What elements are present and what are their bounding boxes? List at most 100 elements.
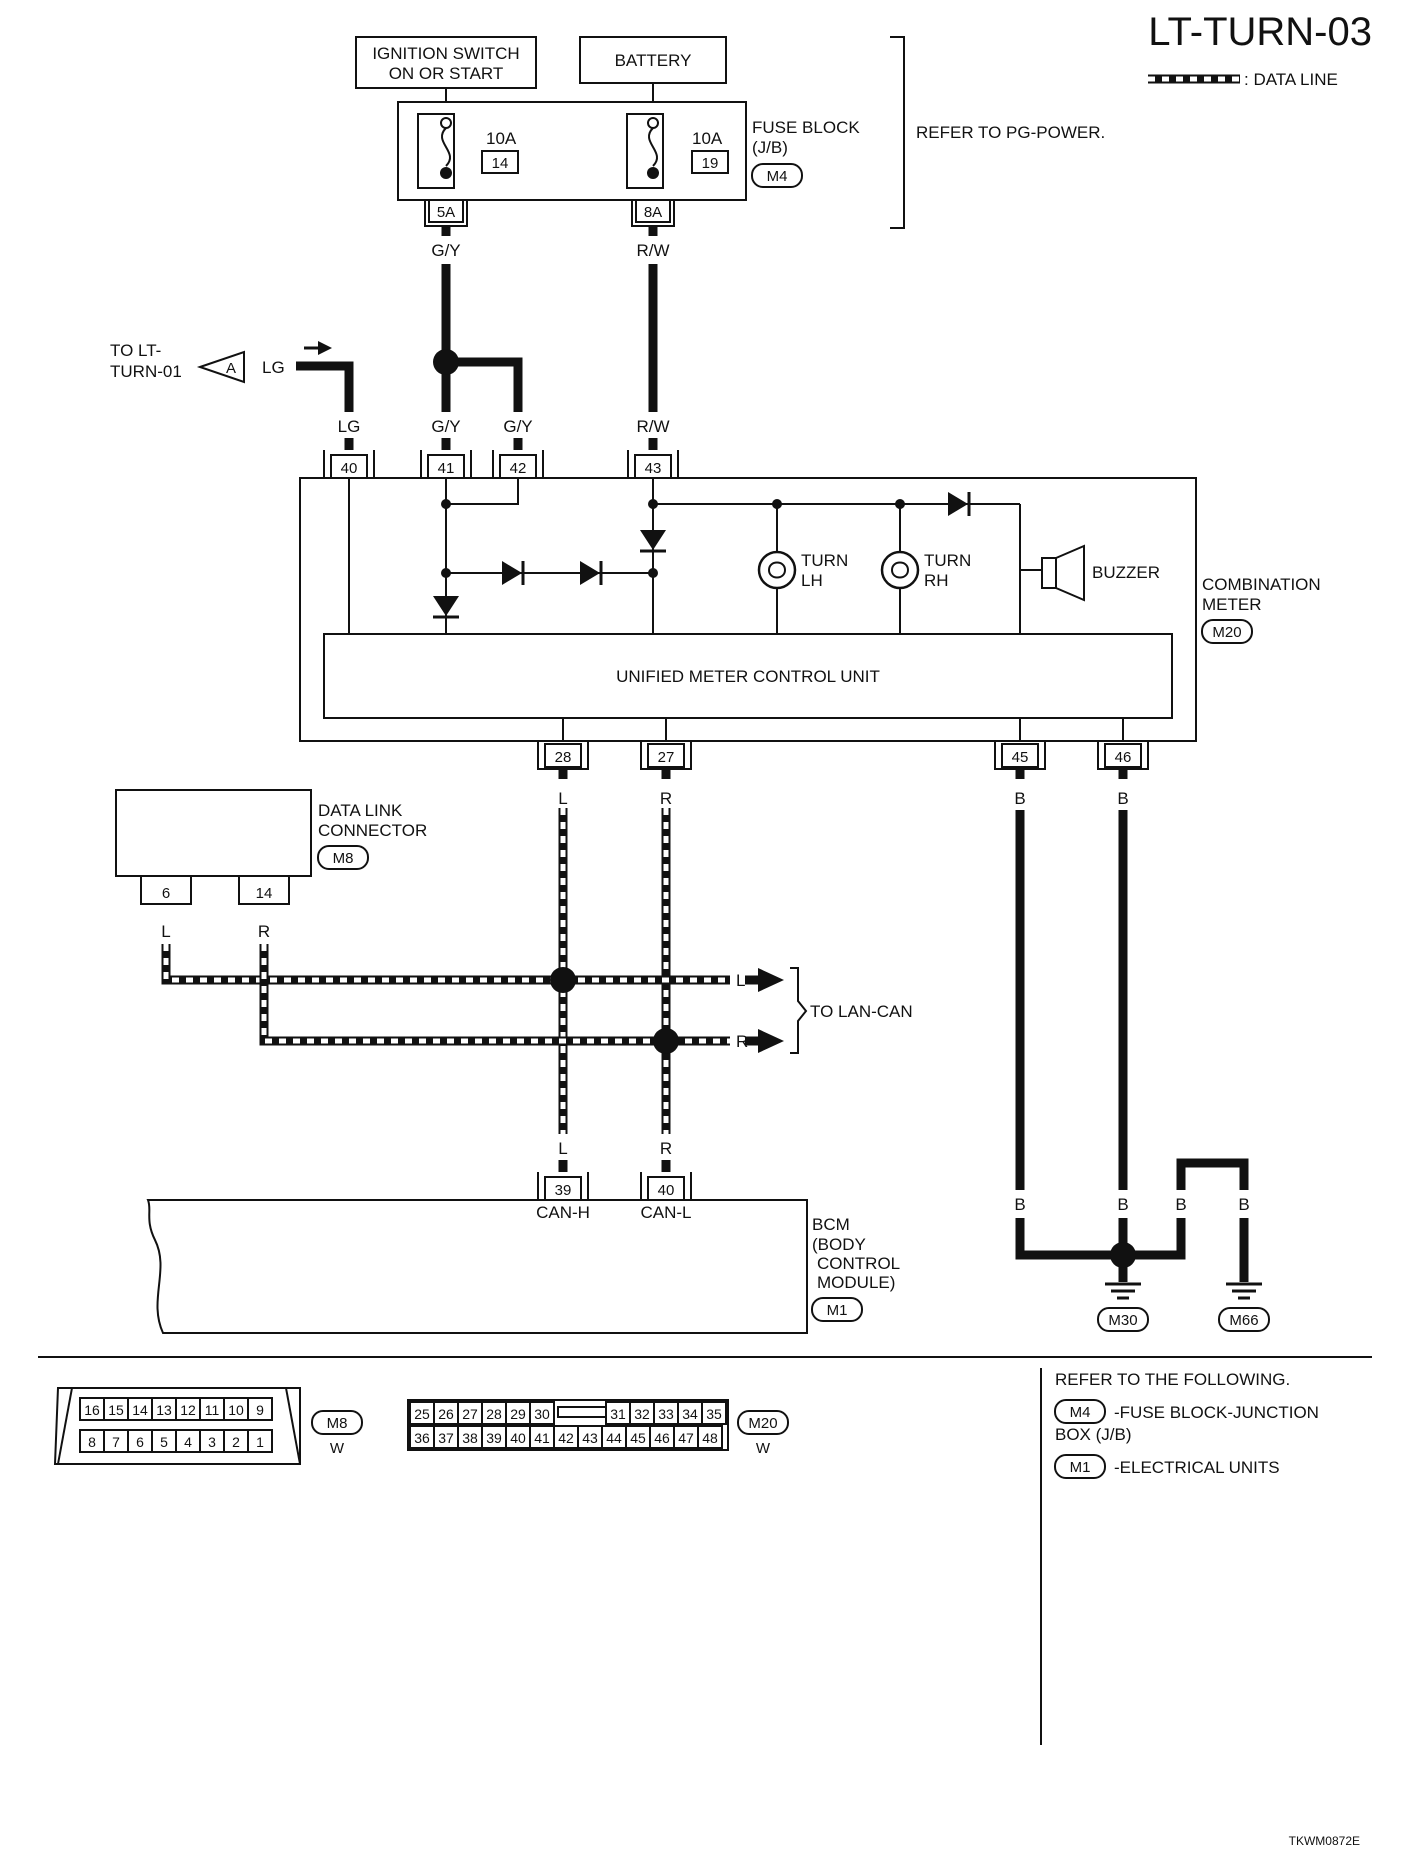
m8-view-id: M8 xyxy=(327,1415,348,1432)
to-lan-can-label: TO LAN-CAN xyxy=(810,1002,913,1021)
pin-cell: 33 xyxy=(658,1406,674,1422)
pin-cell: 28 xyxy=(486,1406,502,1422)
svg-text:42: 42 xyxy=(510,460,527,477)
wire-label-b-45: B xyxy=(1014,789,1025,808)
svg-text:43: 43 xyxy=(645,460,662,477)
pin-cell: 42 xyxy=(558,1430,574,1446)
battery-box: BATTERY xyxy=(579,36,727,84)
svg-text:41: 41 xyxy=(438,460,455,477)
pin-cell: 38 xyxy=(462,1430,478,1446)
ground-icon-m30 xyxy=(1105,1282,1141,1300)
dlc-l-line xyxy=(161,944,760,985)
bcm-pin-40: 40 xyxy=(640,1172,692,1201)
pin-cell: 3 xyxy=(208,1434,216,1450)
svg-text:39: 39 xyxy=(555,1182,572,1199)
wire-label-r-lan: R xyxy=(736,1032,748,1051)
meter-internal-circuit xyxy=(348,478,1042,634)
wire-label-b-1: B xyxy=(1014,1195,1025,1214)
svg-text:45: 45 xyxy=(1012,749,1029,766)
svg-text:5A: 5A xyxy=(437,204,455,221)
refer-code-m4: M4 xyxy=(1070,1404,1091,1421)
pin-cell: 44 xyxy=(606,1430,622,1446)
wire-label-rw: R/W xyxy=(636,417,669,436)
dlc-r-line xyxy=(259,944,760,1046)
turn-rh-label: TURN xyxy=(924,551,971,570)
turn-lh-label-2: LH xyxy=(801,571,823,590)
m20-view-id: M20 xyxy=(748,1415,777,1432)
turn-lh-lamp-icon xyxy=(757,550,797,590)
fuse-19-rating: 10A xyxy=(692,129,723,148)
arrow-lan-l-icon xyxy=(758,968,784,992)
wire-label-l-lan: L xyxy=(736,971,745,990)
bcm-label-3: CONTROL xyxy=(817,1254,900,1273)
svg-text:40: 40 xyxy=(658,1182,675,1199)
wire-label-gy-top: G/Y xyxy=(431,241,460,260)
dlc-label-2: CONNECTOR xyxy=(318,821,427,840)
bcm-label: BCM xyxy=(812,1215,850,1234)
meter-pin-27: 27 xyxy=(640,741,692,770)
wire-b-ground xyxy=(1015,1218,1186,1260)
pin-cell: 43 xyxy=(582,1430,598,1446)
fuse-block-label: FUSE BLOCK xyxy=(752,118,860,137)
fuse-block-label-jb: (J/B) xyxy=(752,138,788,157)
ground-icon-m66 xyxy=(1226,1282,1262,1300)
pin-cell: 32 xyxy=(634,1406,650,1422)
fuse-block-connector: M4 xyxy=(767,168,788,185)
unified-meter-control-unit xyxy=(323,633,1173,719)
pin-cell: 48 xyxy=(702,1430,718,1446)
bcm-pin-label-can-l: CAN-L xyxy=(640,1203,691,1222)
wire-label-rw-top: R/W xyxy=(636,241,669,260)
pin-cell: 2 xyxy=(232,1434,240,1450)
dlc-label: DATA LINK xyxy=(318,801,403,820)
pin-cell: 36 xyxy=(414,1430,430,1446)
turn-rh-lamp-icon xyxy=(880,550,920,590)
splice-can-l xyxy=(653,1028,679,1054)
fuse-14-number: 14 xyxy=(492,155,509,172)
refer-text-m1: -ELECTRICAL UNITS xyxy=(1114,1458,1280,1477)
meter-pin-28: 28 xyxy=(537,741,589,770)
wire-label-b-3: B xyxy=(1175,1195,1186,1214)
splice-ground xyxy=(1110,1242,1136,1268)
pin-cell: 9 xyxy=(256,1402,264,1418)
pin-cell: 39 xyxy=(486,1430,502,1446)
data-link-connector xyxy=(115,789,312,877)
pin-cell: 7 xyxy=(112,1434,120,1450)
terminal-8a: 8A xyxy=(631,199,675,227)
ground-m66: M66 xyxy=(1229,1312,1258,1329)
wire-gy-branch xyxy=(446,357,523,412)
wire-label-b-2: B xyxy=(1117,1195,1128,1214)
pin-cell: 47 xyxy=(678,1430,694,1446)
meter-pin-43: 43 xyxy=(627,438,679,479)
pin-cell: 26 xyxy=(438,1406,454,1422)
pin-cell: 37 xyxy=(438,1430,454,1446)
bcm-box xyxy=(146,1199,808,1334)
pin-cell: 1 xyxy=(256,1434,264,1450)
dlc-connector: M8 xyxy=(333,850,354,867)
to-lt-turn-01-label: TO LT- xyxy=(110,341,161,360)
wire-b-jumper xyxy=(1176,1158,1249,1190)
bcm-label-2: (BODY xyxy=(812,1235,866,1254)
splice-can-h xyxy=(550,967,576,993)
svg-text:6: 6 xyxy=(162,885,170,902)
pin-cell: 31 xyxy=(610,1406,626,1422)
m20-view-color: W xyxy=(756,1440,771,1457)
pin-cell: 27 xyxy=(462,1406,478,1422)
meter-pin-42: 42 xyxy=(492,438,544,479)
pin-cell: 4 xyxy=(184,1434,192,1450)
doc-code: TKWM0872E xyxy=(1289,1834,1360,1848)
pin-cell: 16 xyxy=(84,1402,100,1418)
pin-cell: 29 xyxy=(510,1406,526,1422)
wire-label-l-dlc: L xyxy=(161,922,170,941)
pin-cell: 41 xyxy=(534,1430,550,1446)
splice-gy xyxy=(433,349,459,375)
wire-label-l-meter: L xyxy=(558,789,567,808)
wire-label-l-bcm: L xyxy=(558,1139,567,1158)
bcm-connector: M1 xyxy=(827,1302,848,1319)
wire-label-lg-offpage: LG xyxy=(262,358,285,377)
meter-pin-41: 41 xyxy=(420,438,472,479)
svg-text:40: 40 xyxy=(341,460,358,477)
pin-cell: 12 xyxy=(180,1402,196,1418)
pin-cell: 34 xyxy=(682,1406,698,1422)
